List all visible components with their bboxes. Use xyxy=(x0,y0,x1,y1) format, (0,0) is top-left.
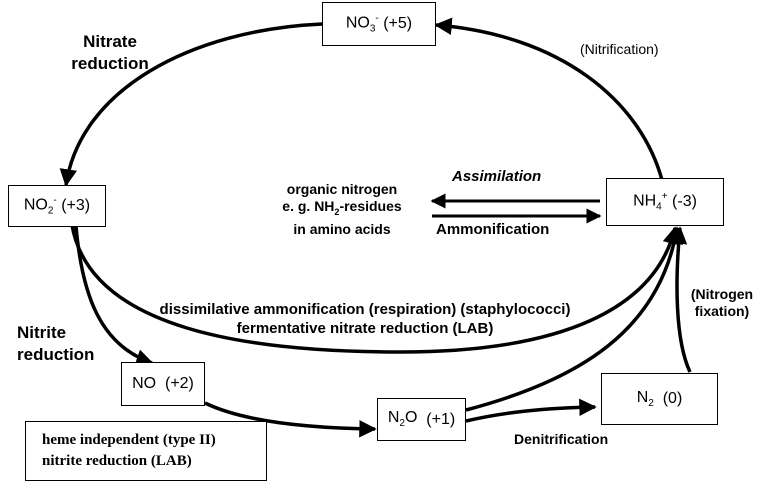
nitrification-label: (Nitrification) xyxy=(580,41,659,57)
n2o-to-ammonium-arrow xyxy=(465,226,684,412)
ammonification-label: Ammonification xyxy=(436,221,550,238)
nitrate-node: NO3- (+5) xyxy=(322,2,436,46)
nitrite-node: NO2- (+3) xyxy=(8,185,106,227)
heme-box-line-1: heme independent (type II) xyxy=(42,432,216,448)
nitrate-oxidation-state: (+5) xyxy=(383,15,413,32)
nitric-oxide-oxidation-state: (+2) xyxy=(164,375,194,392)
nitrite-oxidation-state: (+3) xyxy=(61,197,91,214)
nitrate-reduction-arrow xyxy=(59,22,323,187)
no-to-n2o-arrow xyxy=(204,401,377,438)
dinitrogen-oxidation-state: (0) xyxy=(662,390,683,407)
nitrate-formula: NO3- xyxy=(345,13,379,35)
nitrite-reduction-label: Nitrite reduction xyxy=(17,323,95,364)
nitrification-arrow xyxy=(434,17,664,181)
nitric-oxide-node: NO (+2) xyxy=(121,362,205,406)
ammonium-oxidation-state: (-3) xyxy=(672,193,697,210)
heme-box-line-2: nitrite reduction (LAB) xyxy=(42,453,192,469)
nitrogen-fixation-label: (Nitrogen fixation) xyxy=(690,286,754,319)
dissimilative-label: dissimilative ammonification (respiratio… xyxy=(159,301,571,337)
nitrogen-fixation-arrow xyxy=(669,226,692,373)
ammonium-node: NH4+ (-3) xyxy=(606,178,724,226)
dinitrogen-formula: N2 xyxy=(636,388,654,410)
assimilation-label: Assimilation xyxy=(452,168,542,185)
nitric-oxide-formula: NO xyxy=(132,375,157,392)
nitrous-oxide-formula: N2O xyxy=(387,409,418,430)
dissimilative-ammonification-arrow xyxy=(70,224,680,354)
nitrite-formula: NO2- xyxy=(23,195,57,217)
organic-nitrogen-label: organic nitrogen e. g. NH2-residues in a… xyxy=(282,181,402,237)
ammonium-formula: NH4+ xyxy=(633,191,668,213)
nitrous-oxide-oxidation-state: (+1) xyxy=(426,410,456,428)
dinitrogen-node: N2 (0) xyxy=(601,373,718,425)
nitrite-reduction-arrow xyxy=(74,225,154,367)
heme-independent-box: heme independent (type II) nitrite reduc… xyxy=(25,421,267,481)
nitrate-reduction-label: Nitrate reduction xyxy=(71,32,149,73)
nitrous-oxide-node: N2O (+1) xyxy=(377,398,466,441)
denitrification-label: Denitrification xyxy=(514,431,609,447)
denitrification-arrow xyxy=(465,398,597,423)
